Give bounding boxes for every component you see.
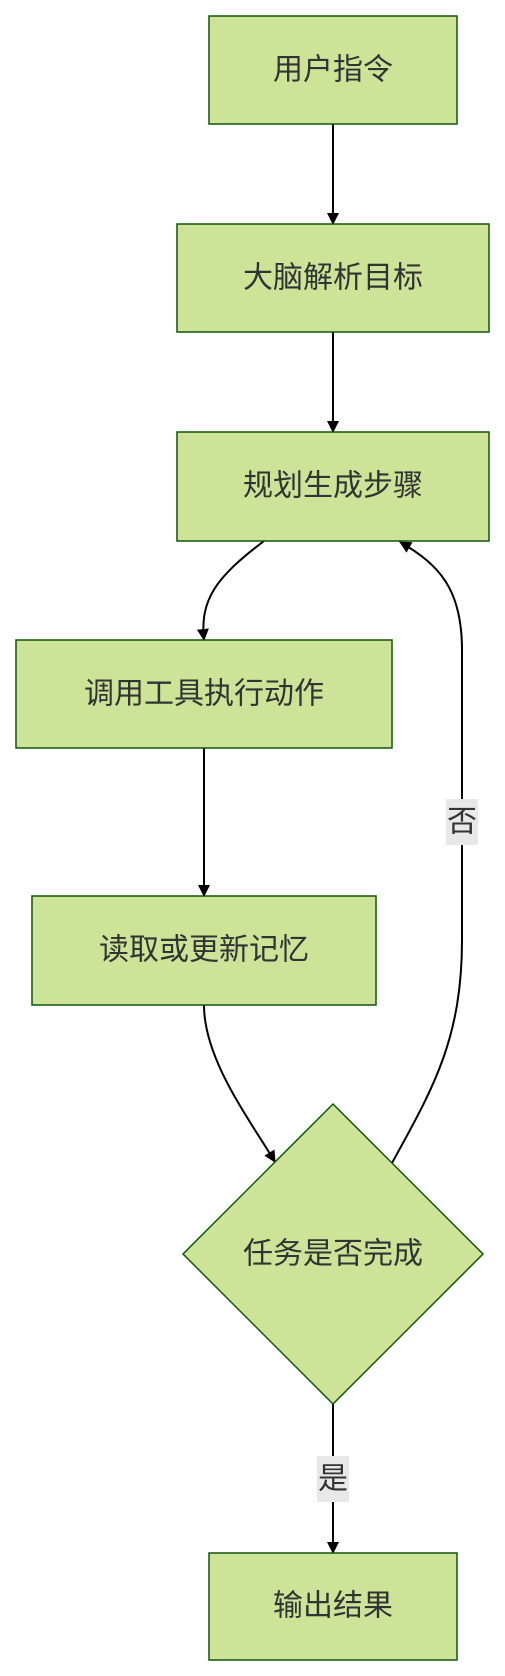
node-user-command-label: 用户指令 [273,53,393,88]
node-task-done-decision: 任务是否完成 [181,1102,485,1406]
node-plan-steps-label: 规划生成步骤 [243,469,423,504]
edge-label-no-text: 否 [447,805,477,840]
node-output-result: 输出结果 [208,1552,458,1661]
node-output-result-label: 输出结果 [273,1589,393,1624]
edge-label-no: 否 [446,799,478,845]
node-call-tools: 调用工具执行动作 [15,639,393,749]
node-call-tools-label: 调用工具执行动作 [84,677,324,712]
edge-memory-to-decision [203,1004,276,1163]
edge-label-yes-text: 是 [318,1462,348,1497]
node-memory-rw: 读取或更新记忆 [31,895,377,1006]
node-user-command: 用户指令 [208,15,458,125]
node-plan-steps: 规划生成步骤 [176,431,490,542]
edge-label-yes: 是 [317,1456,349,1502]
edge-decision-to-plan-no [391,541,463,1164]
node-task-done-label: 任务是否完成 [243,1237,423,1272]
edge-plan-to-tools [196,540,265,641]
node-memory-rw-label: 读取或更新记忆 [99,933,309,968]
node-brain-parse-label: 大脑解析目标 [243,261,423,296]
node-brain-parse: 大脑解析目标 [176,223,490,333]
